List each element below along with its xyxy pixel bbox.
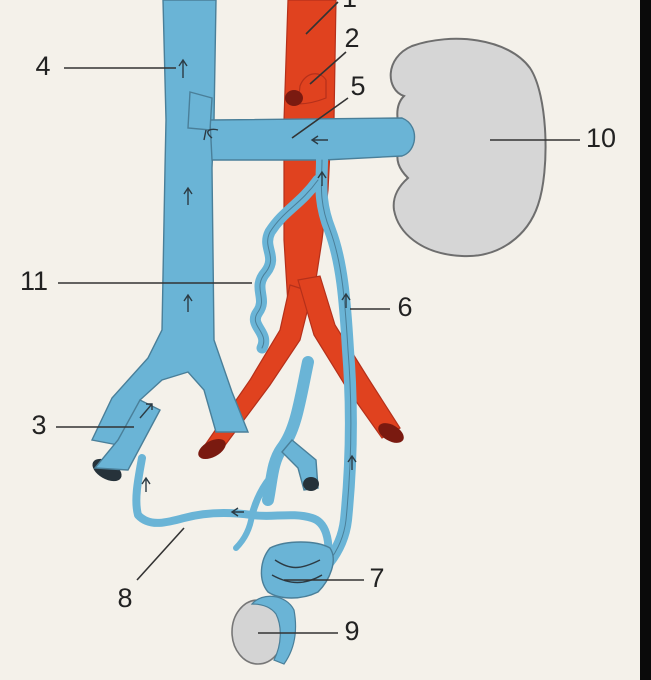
flow-arrows — [139, 58, 357, 517]
label-4: 4 — [35, 51, 50, 81]
kidney — [389, 37, 547, 258]
leader-1 — [305, 1, 339, 35]
renal-vein-junction — [187, 91, 213, 131]
label-10: 10 — [586, 123, 616, 153]
label-9: 9 — [344, 616, 359, 646]
anastomotic-veins — [132, 454, 333, 564]
tortuous-collateral-vein-edge — [255, 179, 319, 349]
plexus-strand-2 — [271, 574, 323, 584]
leader-8 — [136, 527, 185, 581]
anastomotic-vein-branch — [248, 474, 274, 519]
left-iliac-artery-cut-end — [378, 423, 404, 443]
label-2: 2 — [344, 23, 359, 53]
label-8: 8 — [117, 583, 132, 613]
pampiniform-plexus — [260, 541, 334, 599]
label-5: 5 — [350, 71, 365, 101]
testicular-vein-edge — [299, 159, 352, 591]
plexus-strand — [274, 559, 321, 569]
internal-iliac-vein-cut-end — [303, 477, 319, 491]
label-7: 7 — [369, 563, 384, 593]
label-1: 1 — [342, 0, 357, 13]
right-iliac-artery-cut-end — [198, 439, 226, 459]
leader-2 — [309, 51, 347, 85]
label-6: 6 — [397, 292, 412, 322]
label-3: 3 — [31, 410, 46, 440]
anastomotic-vein-branch-2 — [233, 512, 255, 551]
leader-lines — [56, 1, 580, 634]
branch-artery-cut-end — [285, 90, 303, 106]
frame-edge — [640, 0, 651, 680]
common-iliac-vein — [93, 399, 161, 471]
leader-5 — [291, 97, 349, 139]
inferior-vena-cava — [90, 0, 250, 446]
renal-vein — [209, 117, 416, 161]
branch-artery — [297, 73, 327, 105]
epididymis — [250, 595, 297, 665]
label-11: 11 — [20, 266, 48, 296]
